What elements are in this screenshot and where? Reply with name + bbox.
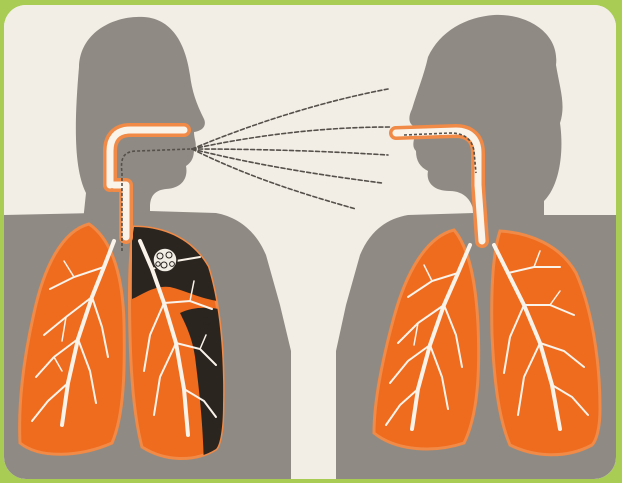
airborne-transmission-illustration [4, 5, 616, 479]
lesion-spot [203, 317, 211, 325]
illustration-frame [4, 5, 616, 479]
bacteria-cluster [153, 248, 177, 272]
